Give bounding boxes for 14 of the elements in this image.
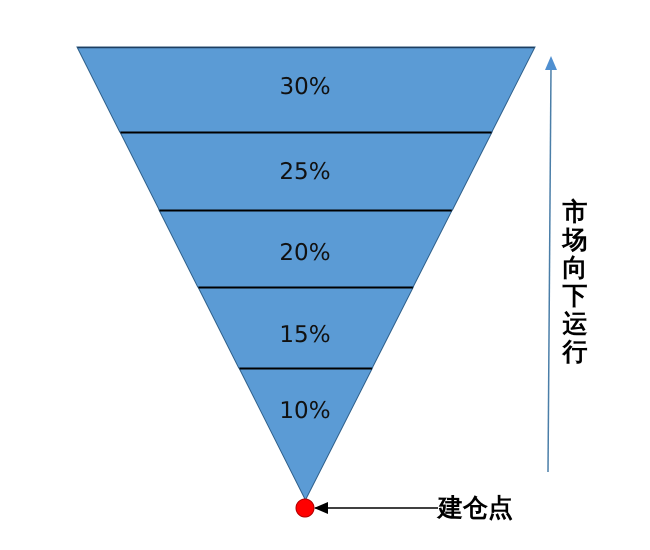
point-label: 建仓点 [438, 492, 516, 524]
percentage-label: 30% [279, 74, 331, 100]
vertical-label: 市场向下运行 [562, 198, 588, 366]
funnel-band [198, 287, 414, 368]
percentage-label: 15% [279, 322, 331, 348]
percentage-label: 10% [279, 398, 331, 424]
percentage-label: 20% [279, 240, 331, 266]
funnel-band [238, 368, 372, 500]
funnel-band [159, 210, 452, 287]
funnel-band [77, 47, 535, 132]
arrow [314, 502, 438, 514]
dot-marker [295, 498, 315, 518]
funnel-band [120, 132, 492, 210]
percentage-label: 25% [279, 159, 331, 185]
